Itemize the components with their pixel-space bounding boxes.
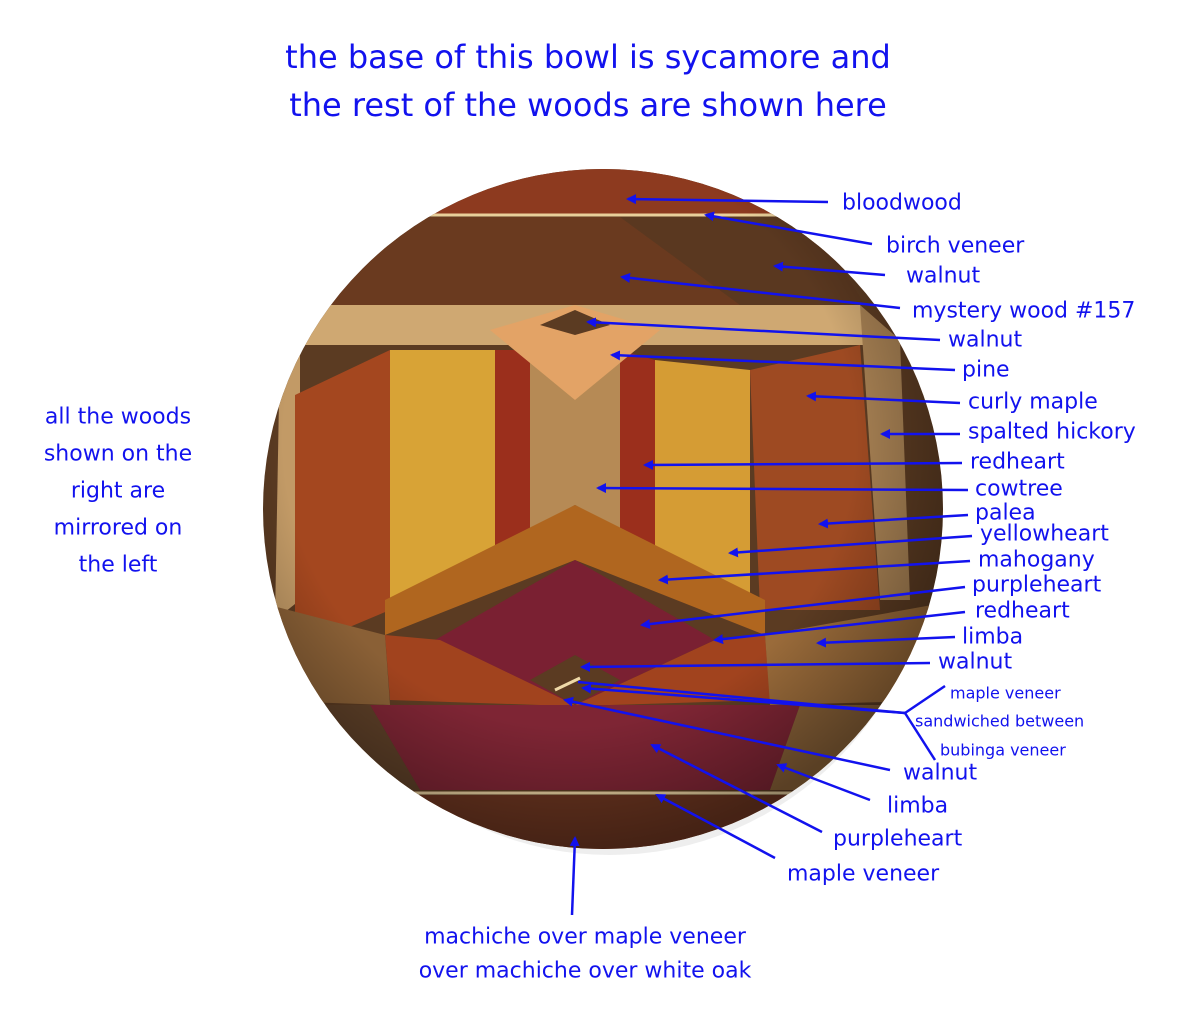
arrow-9 (596, 483, 969, 494)
arrow-8 (643, 459, 963, 470)
sandwich-label-2: sandwiched between (915, 711, 1085, 731)
label-redheart: redheart (970, 449, 1065, 475)
bracket (577, 680, 906, 715)
bottom-note-line-2: over machiche over white oak (418, 958, 752, 984)
label-bloodwood: bloodwood (842, 190, 962, 216)
label-pine: pine (962, 357, 1010, 383)
lower-label-2: purpleheart (833, 826, 963, 852)
lower-arrow-0 (563, 696, 891, 772)
label-mystery-wood-157: mystery wood #157 (912, 298, 1136, 324)
title-line-1: the base of this bowl is sycamore and (285, 38, 891, 76)
label-spalted-hickory: spalted hickory (968, 419, 1136, 445)
label-purpleheart: purpleheart (972, 572, 1102, 598)
lower-label-0: walnut (903, 760, 978, 786)
bracket (903, 712, 937, 761)
left-note-line: the left (78, 552, 158, 578)
arrow-3 (620, 272, 901, 310)
arrow-15 (816, 635, 956, 648)
label-limba: limba (962, 624, 1024, 650)
lower-arrow-1 (776, 763, 871, 802)
label-yellowheart: yellowheart (980, 521, 1109, 547)
annotation-arrows (563, 194, 973, 916)
arrow-11 (728, 534, 973, 558)
label-mahogany: mahogany (978, 547, 1095, 573)
label-walnut: walnut (938, 649, 1013, 675)
arrow-1 (704, 211, 873, 246)
bracket (904, 684, 946, 715)
label-palea: palea (975, 500, 1036, 526)
arrow-4 (586, 317, 941, 342)
label-walnut: walnut (906, 263, 981, 289)
bottom-arrow (569, 836, 580, 916)
label-redheart: redheart (975, 598, 1070, 624)
lower-label-1: limba (887, 793, 949, 819)
arrow-2 (773, 261, 886, 277)
arrow-5 (610, 350, 956, 372)
lower-arrow-2 (650, 743, 823, 834)
arrow-10 (818, 513, 969, 529)
left-note-line: right are (70, 478, 166, 504)
label-curly-maple: curly maple (968, 389, 1098, 415)
left-note-line: all the woods (44, 404, 192, 430)
arrow-0 (626, 194, 829, 205)
left-note-line: mirrored on (53, 515, 183, 541)
sandwich-label-3: bubinga veneer (940, 740, 1066, 760)
arrow-12 (658, 559, 971, 585)
arrow-13 (640, 585, 966, 630)
left-note-line: shown on the (43, 441, 193, 467)
lower-label-3: maple veneer (787, 861, 940, 887)
title-line-2: the rest of the woods are shown here (289, 86, 887, 124)
bowl (263, 169, 943, 849)
lower-arrow-3 (655, 793, 776, 860)
sandwich-label-1: maple veneer (950, 683, 1061, 703)
arrow-6 (806, 391, 961, 405)
label-birch-veneer: birch veneer (886, 233, 1025, 259)
arrow-16 (580, 661, 931, 672)
label-cowtree: cowtree (975, 476, 1063, 502)
bottom-note-line-1: machiche over maple veneer (424, 924, 746, 950)
label-walnut: walnut (948, 327, 1023, 353)
arrow-14 (713, 610, 966, 645)
